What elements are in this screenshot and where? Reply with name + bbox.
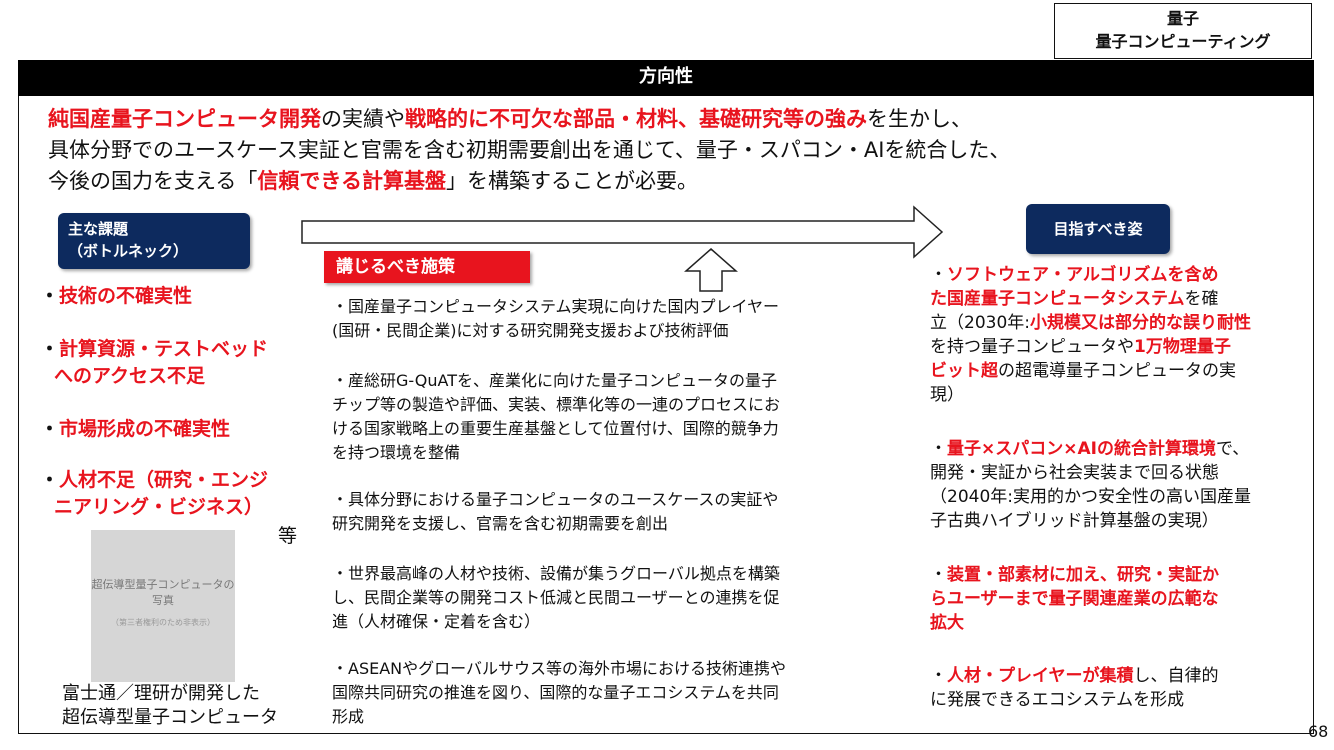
- issue-2-label-1: 計算資源・テストベッド: [59, 338, 269, 360]
- goal-highlight: 人材・プレイヤーが集積: [947, 666, 1134, 686]
- goal-item: ・量子×スパコン×AIの統合計算環境で、 開発・実証から社会実装まで回る状態 （…: [930, 437, 1251, 533]
- measure-item: ・国産量子コンピュータシステム実現に向けた国内プレイヤー (国研・民間企業)に対…: [332, 295, 779, 343]
- photo-caption: 超伝導型量子コンピュータの写真: [91, 578, 235, 607]
- measures-heading: 講じるべき施策: [324, 251, 530, 283]
- measure-item: ・具体分野における量子コンピュータのユースケースの実証や 研究開発を支援し、官需…: [332, 488, 778, 536]
- measure-line: 研究開発を支援し、官需を含む初期需要を創出: [332, 514, 669, 533]
- issues-heading: 主な課題 （ボトルネック）: [58, 213, 250, 269]
- goal-highlight: 装置・部素材に加え、研究・実証か: [947, 565, 1219, 585]
- goal-text: （2040年:実用的かつ安全性の高い国産量: [930, 487, 1251, 507]
- goal-text: 子古典ハイブリッド計算基盤の実現）: [930, 511, 1219, 531]
- measure-item: ・ASEANやグローバルサウス等の海外市場における技術連携や 国際共同研究の推進…: [332, 657, 786, 729]
- measure-item: ・産総研G-QuATを、産業化に向けた量子コンピュータの量子 チップ等の製造や評…: [332, 369, 780, 465]
- issue-1-label: 技術の不確実性: [59, 285, 193, 307]
- goal-highlight: ソフトウェア・アルゴリズムを含め: [947, 265, 1219, 285]
- issue-3-label: 市場形成の不確実性: [59, 418, 231, 440]
- category-tag-line2: 量子コンピューティング: [1095, 32, 1271, 51]
- measure-line: ・ASEANやグローバルサウス等の海外市場における技術連携や: [332, 659, 786, 678]
- goal-text: を確: [1184, 289, 1219, 309]
- measure-line: ・具体分野における量子コンピュータのユースケースの実証や: [332, 490, 779, 509]
- intro-line-1: 純国産量子コンピュータ開発の実績や戦略的に不可欠な部品・材料、基礎研究等の強みを…: [48, 104, 1288, 135]
- measure-line: し、民間企業等の開発コスト低減と民間ユーザーとの連携を促: [332, 588, 780, 607]
- goal-text: 開発・実証から社会実装まで回る状態: [930, 463, 1219, 483]
- goal-text: で、: [1215, 439, 1250, 459]
- issue-2-label-2: へのアクセス不足: [54, 365, 206, 387]
- issue-item: ・人材不足（研究・エンジ ニアリング・ビジネス）: [40, 467, 310, 521]
- measure-line: を持つ環境を整備: [332, 443, 461, 462]
- intro-text-1: の実績や: [321, 107, 405, 131]
- goal-item: ・装置・部素材に加え、研究・実証か らユーザーまで量子関連産業の広範な 拡大: [930, 563, 1219, 635]
- goal-highlight: 拡大: [930, 613, 964, 633]
- category-tag-line1: 量子: [1166, 9, 1199, 28]
- intro-line-2: 具体分野でのユースケース実証と官需を含む初期需要創出を通じて、量子・スパコン・A…: [48, 138, 1011, 162]
- measure-line: ・産総研G-QuATを、産業化に向けた量子コンピュータの量子: [332, 371, 777, 390]
- page-number: 68: [1308, 722, 1329, 741]
- photo-placeholder: 超伝導型量子コンピュータの写真 （第三者権利のため非表示）: [91, 530, 235, 682]
- issues-heading-line2: （ボトルネック）: [68, 242, 189, 260]
- goal-bullet: ・: [930, 265, 947, 285]
- goal-highlight: た国産量子コンピュータシステム: [930, 289, 1185, 309]
- measure-line: ける国家戦略上の重要生産基盤として位置付け、国際的競争力: [332, 419, 779, 438]
- measure-line: 国際共同研究の推進を図り、国際的な量子エコシステムを共同: [332, 683, 779, 702]
- measure-line: 形成: [332, 707, 365, 726]
- section-header: 方向性: [18, 60, 1314, 96]
- intro-text-2: を生かし、: [867, 107, 972, 131]
- photo-description: 富士通／理研が開発した 超伝導型量子コンピュータ: [62, 682, 278, 730]
- goal-text: の超電導量子コンピュータの実: [998, 361, 1236, 381]
- photo-description-line2: 超伝導型量子コンピュータ: [62, 707, 278, 728]
- photo-note: （第三者権利のため非表示）: [111, 618, 215, 627]
- measure-line: 進（人材確保・定着を含む）: [332, 612, 541, 631]
- goal-bullet: ・: [930, 565, 947, 585]
- goal-highlight: らユーザーまで量子関連産業の広範な: [930, 589, 1219, 609]
- up-arrow-icon: [684, 248, 738, 292]
- goal-text: 立（2030年:: [930, 313, 1030, 333]
- intro-highlight-2: 戦略的に不可欠な部品・材料、基礎研究等の強み: [405, 107, 867, 131]
- goal-bullet: ・: [930, 439, 947, 459]
- intro-highlight-3: 信頼できる計算基盤: [257, 169, 446, 193]
- measure-line: ・国産量子コンピュータシステム実現に向けた国内プレイヤー: [332, 297, 780, 316]
- issue-item: ・技術の不確実性: [40, 285, 193, 307]
- goal-text: に発展できるエコシステムを形成: [930, 690, 1185, 710]
- issue-item: ・計算資源・テストベッド へのアクセス不足: [40, 336, 310, 390]
- measure-item: ・世界最高峰の人材や技術、設備が集うグローバル拠点を構築 し、民間企業等の開発コ…: [332, 562, 780, 634]
- intro-text-3: 今後の国力を支える「: [48, 169, 258, 193]
- issue-item: ・市場形成の不確実性: [40, 418, 231, 440]
- category-tag: 量子 量子コンピューティング: [1054, 3, 1312, 59]
- issues-etc: 等: [278, 525, 298, 547]
- goal-text: 現）: [930, 385, 964, 405]
- issues-heading-line1: 主な課題: [68, 220, 129, 238]
- measure-line: チップ等の製造や評価、実装、標準化等の一連のプロセスにお: [332, 395, 781, 414]
- goal-bullet: ・: [930, 666, 947, 686]
- goals-heading: 目指すべき姿: [1026, 204, 1170, 254]
- intro-text-4: 」を構築することが必要。: [445, 169, 698, 193]
- measure-line: (国研・民間企業)に対する研究開発支援および技術評価: [332, 321, 729, 340]
- goal-text: し、自律的: [1133, 666, 1219, 686]
- goal-highlight: 1万物理量子: [1134, 337, 1231, 357]
- photo-description-line1: 富士通／理研が開発した: [62, 683, 260, 704]
- goal-item: ・人材・プレイヤーが集積し、自律的 に発展できるエコシステムを形成: [930, 664, 1219, 712]
- intro-line-3: 今後の国力を支える「信頼できる計算基盤」を構築することが必要。: [48, 166, 1288, 197]
- intro-highlight-1: 純国産量子コンピュータ開発: [48, 107, 321, 131]
- goal-highlight: ビット超: [930, 361, 998, 381]
- issue-4-label-2: ニアリング・ビジネス）: [54, 496, 264, 518]
- goal-text: を持つ量子コンピュータや: [930, 337, 1134, 357]
- issue-4-label-1: 人材不足（研究・エンジ: [59, 469, 269, 491]
- goal-item: ・ソフトウェア・アルゴリズムを含め た国産量子コンピュータシステムを確 立（20…: [930, 263, 1251, 407]
- goal-highlight: 量子×スパコン×AIの統合計算環境: [947, 439, 1216, 459]
- intro-text: 純国産量子コンピュータ開発の実績や戦略的に不可欠な部品・材料、基礎研究等の強みを…: [48, 104, 1288, 197]
- flow-arrow-icon: [301, 205, 944, 259]
- goal-highlight: 小規模又は部分的な誤り耐性: [1030, 313, 1251, 333]
- measure-line: ・世界最高峰の人材や技術、設備が集うグローバル拠点を構築: [332, 564, 780, 583]
